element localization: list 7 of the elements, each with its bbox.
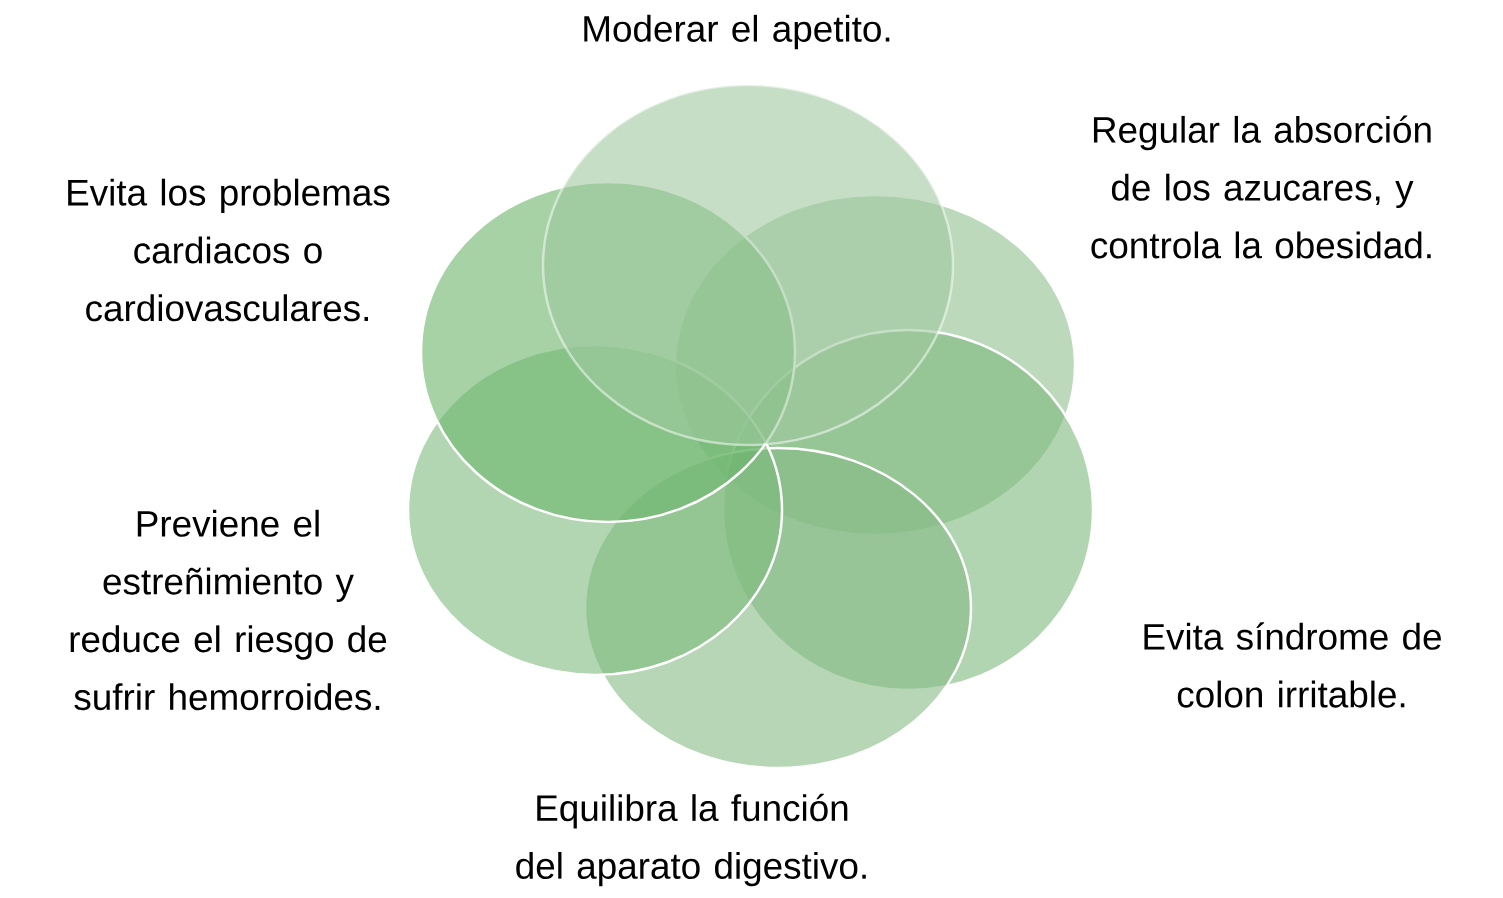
caption-text: Equilibra la función del aparato digestivo. (516, 793, 866, 887)
caption-text: Evita síndrome de colon irritable. (1144, 622, 1441, 708)
caption-text: Moderar el apetito. (584, 14, 890, 50)
caption-text: Regular la absorción de los azucares, y controla la obesidad. (1091, 115, 1431, 259)
caption-text: Evita los problemas cardiacos o cardiovasculares. (68, 178, 390, 322)
ellipse (541, 83, 955, 447)
caption-text: Previene el estreñimiento y reduce el riesgo de sufrir hemorroides. (70, 509, 387, 711)
